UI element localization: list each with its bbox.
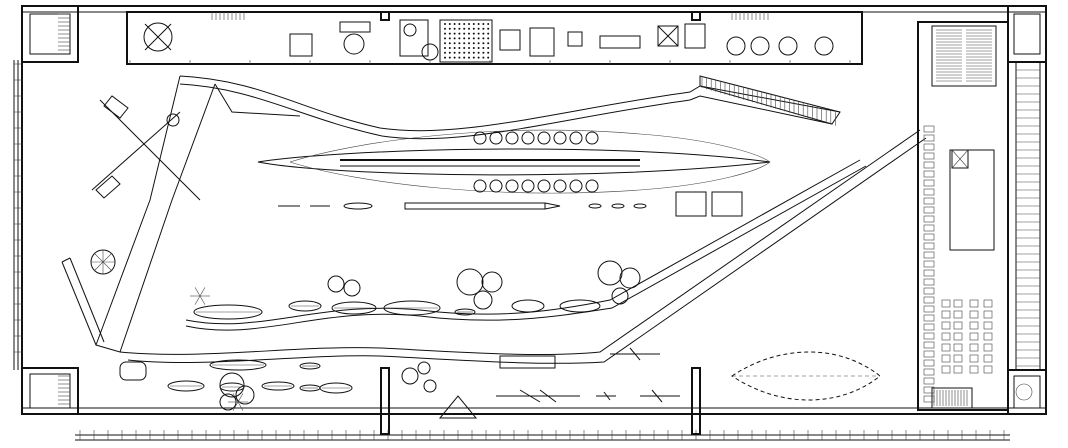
fan-exhibit xyxy=(143,22,173,52)
right-service-block xyxy=(917,21,1041,411)
corner-core-bottom-left xyxy=(21,367,79,415)
umbrella-exhibit xyxy=(90,249,116,275)
aircraft-models-bottom xyxy=(438,347,680,419)
lower-walkway xyxy=(119,129,927,369)
boat-exhibits xyxy=(119,300,476,394)
outer-walls xyxy=(13,5,1047,415)
aircraft-exhibit xyxy=(91,95,201,201)
airship-outline xyxy=(731,351,881,401)
small-exhibits-row xyxy=(278,191,743,217)
corner-core-bottom-right xyxy=(1007,369,1047,415)
facade-pillars xyxy=(380,11,701,435)
bottom-facade xyxy=(75,430,1010,441)
top-exhibit-strip xyxy=(126,11,863,65)
corner-core-top-right xyxy=(1007,5,1047,63)
corner-core-top-left xyxy=(21,5,79,63)
submarine-exhibit xyxy=(257,129,771,194)
upper-walkway xyxy=(179,75,841,140)
left-ramp xyxy=(61,75,301,353)
left-wall-ticks xyxy=(14,63,22,353)
dot-grid-panel xyxy=(439,19,493,63)
circle-clusters xyxy=(190,260,641,411)
